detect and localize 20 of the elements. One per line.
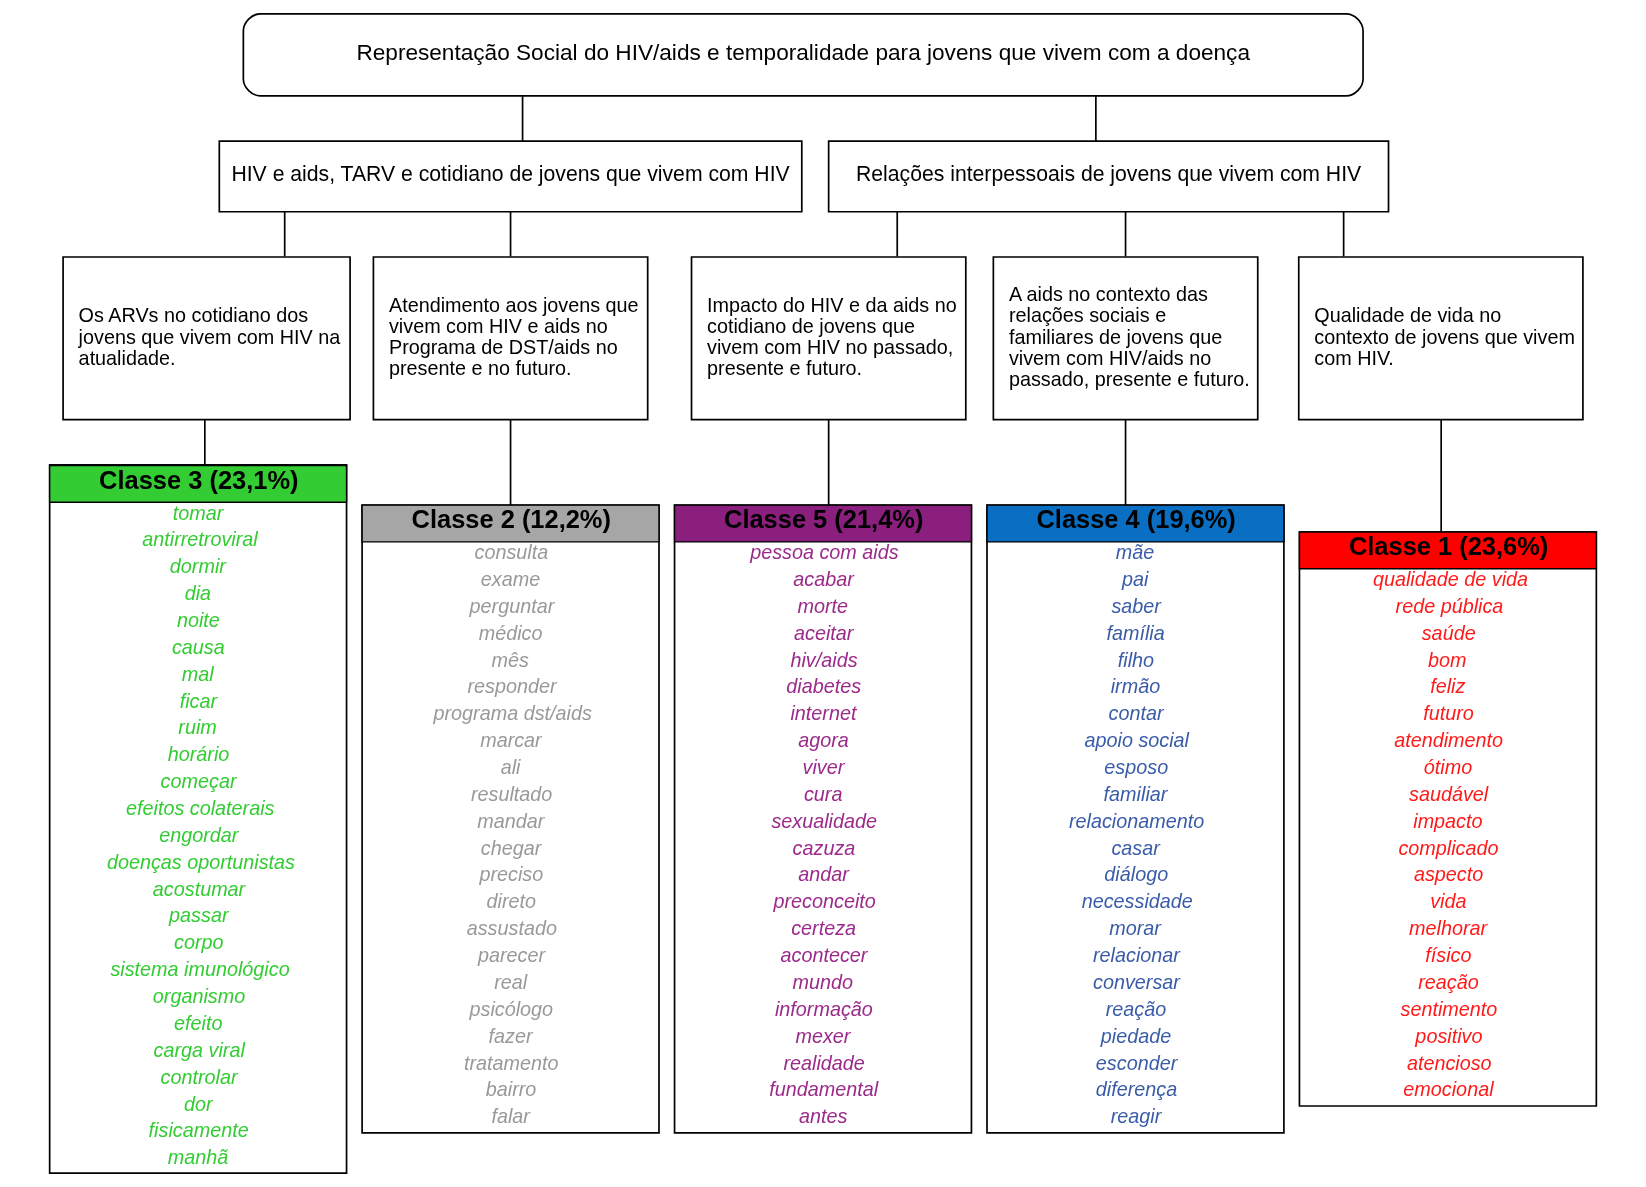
node-box: Impacto do HIV e da aids no cotidiano de jovens que vivem com HIV no passado, presente e futuro. [690,256,967,421]
connector [521,95,524,142]
node-box: HIV e aids, TARV e cotidiano de jovens que vivem com HIV [218,140,803,213]
node-box: Relações interpessoais de jovens que vivem com HIV [827,140,1390,213]
node-box: A aids no contexto das relações sociais e familiares de jovens que vivem com HIV/aids no passado, presente e futuro. [992,256,1259,421]
connector [1124,419,1127,506]
connector [1440,419,1443,533]
connector [1342,211,1345,258]
connector [1095,95,1097,142]
node-box: Atendimento aos jovens que vivem com HIV e aids no Programa de DST/aids no presente e no futuro. [372,256,649,421]
connector [896,211,899,258]
node-box: Representação Social do HIV/aids e temporalidade para jovens que vivem com a doença [242,13,1364,97]
connector [1124,211,1127,258]
node-box: Os ARVs no cotidiano dos jovens que vivem com HIV na atualidade. [62,256,351,421]
node-box: Qualidade de vida no contexto de jovens que vivem com HIV. [1297,256,1584,421]
connector [203,419,206,466]
connector [509,211,512,258]
connector [283,211,286,258]
connector [509,419,512,506]
connector [827,419,830,506]
